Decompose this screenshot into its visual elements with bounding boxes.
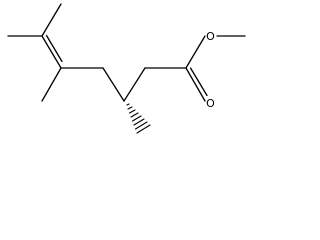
bonds xyxy=(7,3,246,102)
bond-methyl-lower xyxy=(41,67,62,102)
atom-label-carbonyl-oxygen: O xyxy=(206,97,215,110)
bond-double-inner xyxy=(45,34,63,63)
bond-double-outer xyxy=(41,35,62,69)
bond-carbonyl-inner xyxy=(189,67,208,97)
bond-to-ether-oxygen xyxy=(185,35,206,69)
bond-methyl-top xyxy=(41,3,62,37)
atom-label-ether-oxygen: O xyxy=(206,30,215,43)
hashed-wedge-bond xyxy=(126,103,151,134)
skeletal-structure: O O xyxy=(7,3,246,134)
molecule-canvas: O O xyxy=(0,0,251,146)
bond-carbonyl-outer xyxy=(185,67,206,102)
bond-chain-2 xyxy=(102,67,125,102)
bond-chain-3 xyxy=(123,67,146,102)
